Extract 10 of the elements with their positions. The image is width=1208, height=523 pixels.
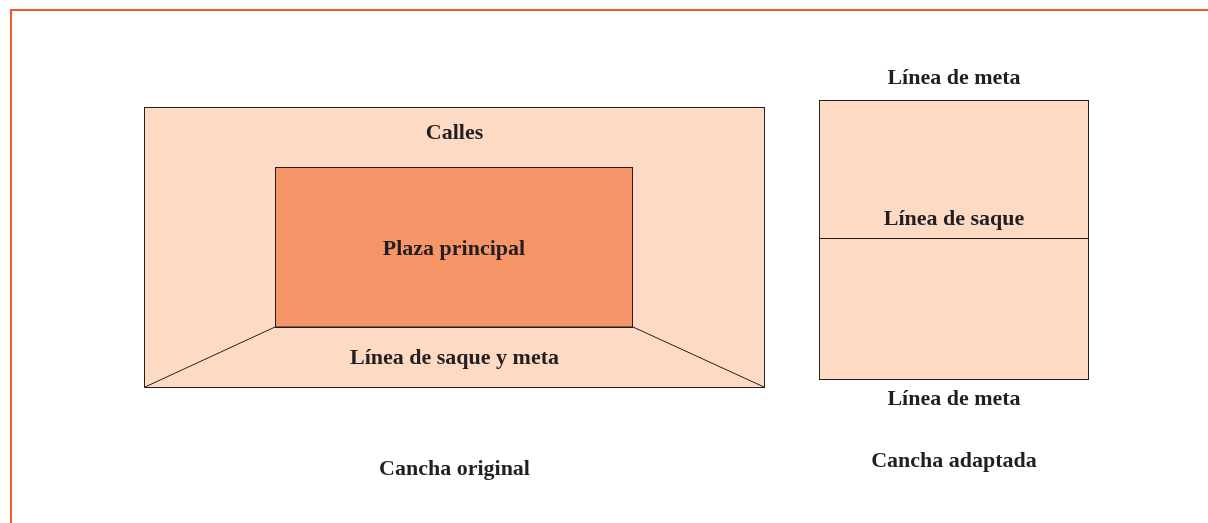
field-caption: Cancha adaptada — [871, 447, 1037, 473]
line-label: Línea de meta — [887, 64, 1021, 90]
plaza-rectangle — [275, 167, 633, 328]
area-label: Línea de saque y meta — [350, 344, 559, 370]
field-caption: Cancha original — [379, 455, 530, 481]
line-label: Línea de saque — [883, 205, 1025, 231]
area-label: Plaza principal — [382, 234, 526, 261]
trapezoid-band — [145, 327, 764, 387]
line-label: Línea de meta — [887, 385, 1021, 411]
area-label: Calles — [425, 119, 484, 145]
